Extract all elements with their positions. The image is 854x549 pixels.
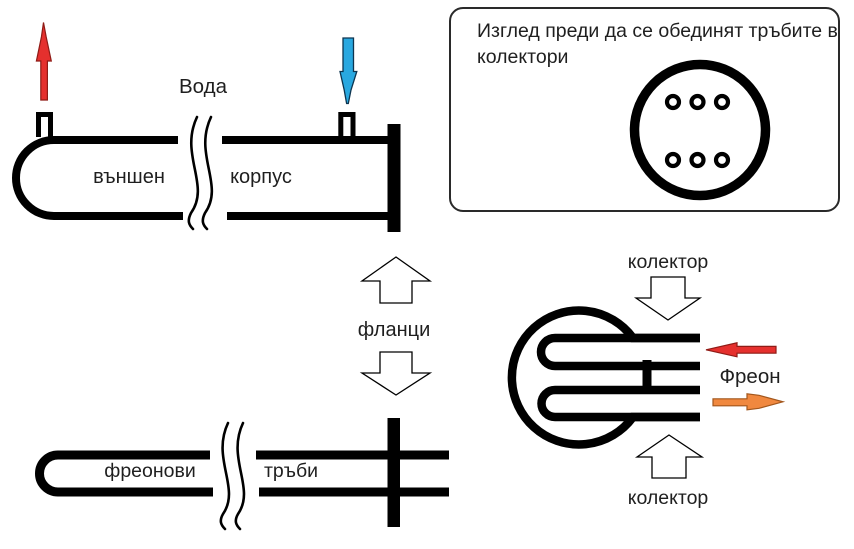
freon-label: Фреон [719,365,781,388]
collector-down-arrow-icon [633,276,703,321]
freon-tubes-label-right: тръби [263,460,319,482]
coil-upper-hairpin [536,333,700,371]
inset-title-line2: колектори [477,46,569,68]
tube-hole [689,151,706,169]
flange-label: фланци [357,319,431,341]
tube-hole [713,151,731,169]
outer-shell-tube [12,136,388,220]
shell-label-left: външен [93,166,165,188]
freon-tube-flange-bar [387,418,400,527]
cold-water-in-arrow-icon [339,37,358,105]
coil-lower-hairpin [537,385,700,422]
shell-left-nozzle [36,112,53,137]
inset-title-line1: Изглед преди да се обединят тръбите в [477,20,838,42]
freon-tube [35,450,449,497]
collector-top-label: колектор [627,251,709,273]
water-label: Вода [179,75,227,98]
collector-bottom-label: колектор [627,487,709,509]
collector-pointers [633,276,705,479]
coil-shell-arc [507,306,700,449]
tube-hole [689,93,706,111]
shell-right-nozzle [338,112,356,137]
tube-hole [664,151,682,169]
hot-water-out-arrow-icon [35,22,53,101]
flange-down-arrow-icon [359,351,433,396]
shell-label-right: корпус [230,166,292,188]
shell-flange-bar [387,124,401,232]
tube-hole [664,93,682,111]
cross-section-shell-circle [629,59,771,201]
freon-out-arrow-icon [712,393,786,411]
tube-holes [664,93,731,169]
freon-tube-left-body [35,450,213,497]
inset-panel [449,7,840,212]
collector-up-arrow-icon [634,434,705,479]
flange-pointers [359,256,433,396]
freon-in-arrow-icon [705,342,777,358]
tube-hole [713,93,731,111]
tube-bundle-cross-section [629,59,771,201]
freon-tubes-label-left: фреонови [104,460,196,482]
freon-tube-break-squiggles [219,421,246,531]
shell-break-squiggles [187,115,214,231]
flange-up-arrow-icon [359,256,433,304]
coil-assembly [507,306,700,449]
shell-left-body [12,136,183,220]
